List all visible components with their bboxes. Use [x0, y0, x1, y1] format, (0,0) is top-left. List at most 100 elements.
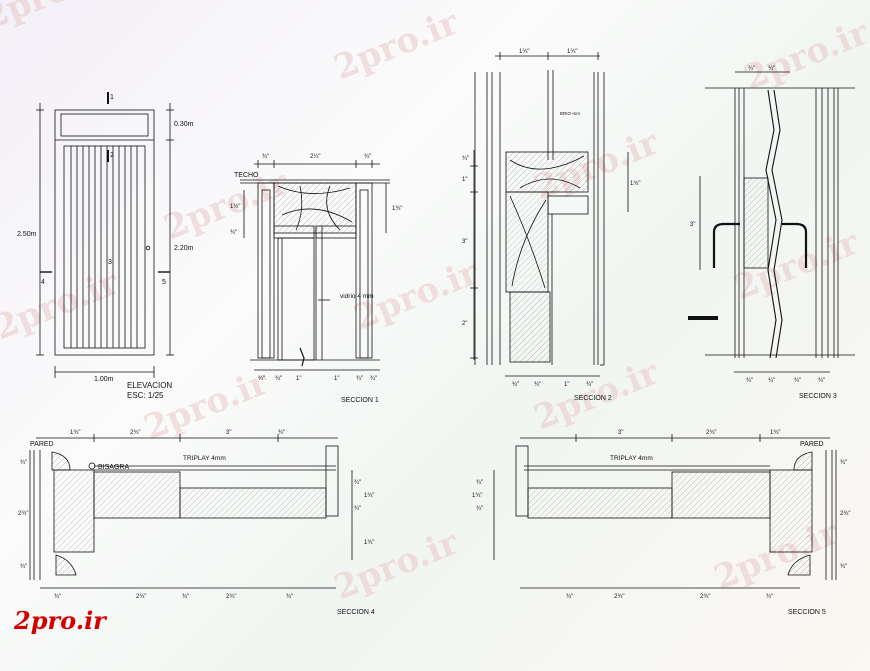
- svg-text:¾": ¾": [586, 382, 593, 388]
- section-3-view: [688, 71, 855, 373]
- svg-text:2¼": 2¼": [310, 154, 320, 160]
- svg-text:¾": ¾": [746, 378, 753, 384]
- svg-text:2¾": 2¾": [136, 594, 146, 600]
- svg-text:¾": ¾": [566, 594, 573, 600]
- elevation-title: ELEVACION: [127, 381, 172, 390]
- svg-text:1": 1": [564, 382, 569, 388]
- svg-text:¾": ¾": [512, 382, 519, 388]
- elevation-view: [36, 92, 174, 378]
- svg-text:2¾": 2¾": [706, 430, 716, 436]
- svg-text:¾": ¾": [818, 378, 825, 384]
- elevation-tag-left: 4: [41, 279, 45, 286]
- svg-text:¾": ¾": [476, 506, 483, 512]
- section-5-title: SECCION 5: [788, 609, 826, 616]
- svg-text:2¾": 2¾": [614, 594, 624, 600]
- label-triplay: TRIPLAY 4mm: [183, 455, 226, 462]
- label-pared: PARED: [30, 441, 54, 448]
- svg-text:2¾": 2¾": [18, 511, 28, 517]
- elevation-labels: 1 2 4 5 3 0.30m 2.20m 2.50m 1.00m ELEVAC…: [17, 94, 194, 400]
- svg-text:¾": ¾": [794, 378, 801, 384]
- watermark: 2pro.ir: [0, 0, 115, 38]
- svg-text:1¾": 1¾": [770, 430, 780, 436]
- label-vidrio: vidrio 4 mm: [340, 293, 374, 300]
- svg-text:¾": ¾": [364, 154, 371, 160]
- label-brio: BRIO·mm: [560, 111, 580, 116]
- svg-text:1": 1": [296, 376, 301, 382]
- svg-text:1": 1": [462, 177, 467, 183]
- elevation-tag-mid: 2: [110, 152, 114, 159]
- svg-text:1½": 1½": [230, 203, 240, 210]
- door-knob-icon: [145, 245, 151, 251]
- svg-text:¾": ¾": [182, 594, 189, 600]
- svg-text:¾": ¾": [476, 480, 483, 486]
- svg-text:¾": ¾": [262, 154, 269, 160]
- svg-text:1¾": 1¾": [567, 49, 577, 55]
- elevation-tag-top: 1: [110, 94, 114, 101]
- svg-text:1¾": 1¾": [630, 181, 640, 187]
- svg-text:¾": ¾": [748, 66, 755, 72]
- svg-text:¾": ¾": [354, 480, 361, 486]
- watermark: 2pro.ir: [0, 262, 125, 348]
- watermark: 2pro.ir: [328, 2, 465, 88]
- elevation-tag-handle: 3: [108, 259, 112, 266]
- svg-text:2¾": 2¾": [700, 594, 710, 600]
- section-4-labels: PARED BISAGRA TRIPLAY 4mm 1¾" 2¾" 3" ¾" …: [18, 430, 375, 616]
- svg-text:¾": ¾": [370, 376, 377, 382]
- svg-text:¾": ¾": [840, 564, 847, 570]
- svg-text:1¾": 1¾": [364, 540, 374, 546]
- watermark: 2pro.ir: [328, 522, 465, 608]
- section-5-labels: PARED TRIPLAY 4mm 3" 2¾" 1¾" ¾" 1¾" ¾" ¾…: [472, 430, 850, 616]
- section-1-title: SECCION 1: [341, 397, 379, 404]
- dim-transom: 0.30m: [174, 121, 194, 128]
- svg-text:¾": ¾": [20, 564, 27, 570]
- section-5-view: [493, 434, 837, 589]
- dim-width: 1.00m: [94, 376, 114, 383]
- svg-text:¾": ¾": [54, 594, 61, 600]
- svg-text:¾": ¾": [20, 460, 27, 466]
- svg-text:3": 3": [618, 430, 623, 436]
- svg-text:1¾": 1¾": [392, 206, 402, 212]
- section-4-view: [29, 434, 353, 589]
- section-1-view: [240, 160, 390, 371]
- svg-text:2¾": 2¾": [840, 511, 850, 517]
- elevation-tag-right: 5: [162, 279, 166, 286]
- svg-text:¾": ¾": [766, 594, 773, 600]
- svg-text:1¾": 1¾": [364, 493, 374, 499]
- section-2-labels: BRIO·mm 1¾" 1¾" ¾" 1" 3" 2" 1¾" ¾" ¾" 1"…: [462, 49, 640, 402]
- dim-door-height: 2.20m: [174, 245, 194, 252]
- svg-text:2¾": 2¾": [226, 594, 236, 600]
- label-techo: TECHO: [234, 172, 259, 179]
- section-2-view: [470, 52, 629, 377]
- svg-text:1¾": 1¾": [70, 430, 80, 436]
- label-pared: PARED: [800, 441, 824, 448]
- section-1-labels: TECHO vidrio 4 mm ¾" 2¼" ¾" 1¾" 1½" ¾" ¾…: [230, 154, 402, 404]
- svg-text:¾": ¾": [840, 460, 847, 466]
- brand-logo[interactable]: 2pro.ir: [14, 606, 106, 635]
- section-4-title: SECCION 4: [337, 609, 375, 616]
- svg-text:¾": ¾": [354, 506, 361, 512]
- svg-text:¾": ¾": [278, 430, 285, 436]
- section-2-title: SECCION 2: [574, 395, 612, 402]
- label-bisagra: BISAGRA: [98, 464, 129, 471]
- svg-text:2¾": 2¾": [130, 430, 140, 436]
- svg-text:¾": ¾": [230, 230, 237, 236]
- svg-text:2": 2": [462, 321, 467, 327]
- section-3-title: SECCION 3: [799, 393, 837, 400]
- door-vertical-boards: [70, 146, 138, 348]
- dim-total-height: 2.50m: [17, 231, 37, 238]
- svg-text:1": 1": [334, 376, 339, 382]
- watermark: 2pro.ir: [738, 12, 870, 98]
- watermark: 2pro.ir: [138, 362, 275, 448]
- svg-text:3": 3": [226, 430, 231, 436]
- svg-text:¾": ¾": [768, 378, 775, 384]
- svg-text:1¾": 1¾": [519, 49, 529, 55]
- section-3-labels: ¾" ¾" 3" ¾" ¾" ¾" ¾" SECCION 3: [690, 66, 837, 400]
- svg-text:3": 3": [462, 239, 467, 245]
- svg-text:¾": ¾": [356, 376, 363, 382]
- svg-text:1¾": 1¾": [472, 493, 482, 499]
- svg-text:¾": ¾": [286, 594, 293, 600]
- svg-text:¾": ¾": [275, 376, 282, 382]
- svg-text:¾": ¾": [462, 156, 469, 162]
